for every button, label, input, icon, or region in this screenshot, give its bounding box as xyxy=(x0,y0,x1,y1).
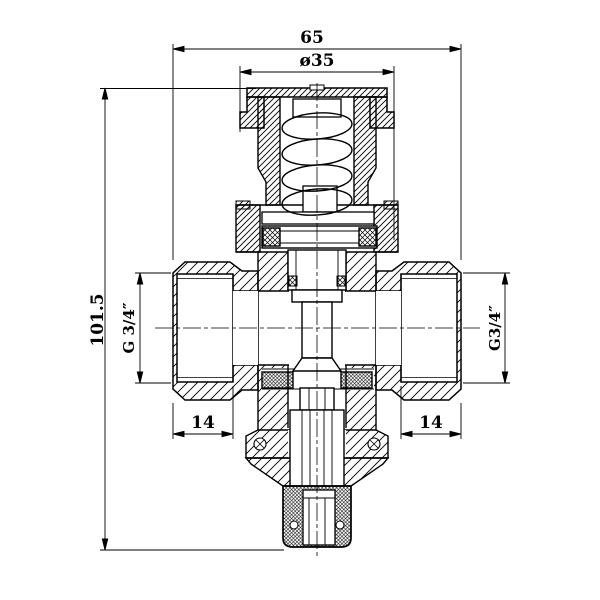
spring xyxy=(281,112,353,216)
plate-oring-right xyxy=(358,227,377,247)
bonnet-left-wall xyxy=(257,96,281,206)
arrowhead xyxy=(136,371,144,384)
arrowhead xyxy=(172,45,185,53)
spring-coil xyxy=(281,164,353,192)
dimension-right-thread: G3/4″ xyxy=(463,272,510,384)
arrowhead xyxy=(172,430,185,438)
arrowhead xyxy=(136,272,144,285)
dim-label-cap-diameter: ø35 xyxy=(300,51,335,71)
diaphragm-right xyxy=(340,371,373,389)
stem-oring-right xyxy=(336,275,346,287)
bonnet-right-wall xyxy=(353,96,377,206)
arrowhead xyxy=(239,68,252,76)
arrowhead xyxy=(221,430,234,438)
left-port xyxy=(172,261,259,401)
stem-oring-left xyxy=(288,275,298,287)
plate-oring-left xyxy=(262,227,281,247)
dimension-right-port-depth: 14 xyxy=(400,386,462,439)
arrowhead xyxy=(101,87,109,100)
arrowhead xyxy=(101,538,109,551)
flange-left-wall xyxy=(235,204,261,253)
dimension-cap-diameter: ø35 xyxy=(239,51,395,240)
spring-plate xyxy=(261,211,375,225)
bonnet xyxy=(257,96,377,206)
dim-label-thread-right: G3/4″ xyxy=(486,305,504,351)
arrowhead xyxy=(501,371,509,384)
diaphragm-plate xyxy=(261,225,378,249)
centerlines xyxy=(155,83,480,557)
dimension-left-thread: G 3/4″ xyxy=(120,272,171,384)
arrowhead xyxy=(501,272,509,285)
right-port xyxy=(375,261,462,401)
plate-body xyxy=(261,225,378,249)
dim-label-depth-right: 14 xyxy=(419,413,443,433)
diaphragm-left xyxy=(261,371,294,389)
dimension-annotations: 65 ø35 101.5 G 3/4″ xyxy=(88,28,510,551)
dim-label-depth-left: 14 xyxy=(191,413,215,433)
arrowhead xyxy=(400,430,413,438)
dimension-left-port-depth: 14 xyxy=(172,386,234,439)
spring-coil xyxy=(281,188,353,216)
dimension-overall-width: 65 xyxy=(172,28,462,260)
dim-label-height-total: 101.5 xyxy=(88,293,108,346)
arrowhead xyxy=(449,45,462,53)
dimension-overall-height: 101.5 xyxy=(88,87,284,551)
dim-label-thread-left: G 3/4″ xyxy=(120,302,138,353)
arrowhead xyxy=(449,430,462,438)
dim-label-width-total: 65 xyxy=(300,28,324,48)
valve-cross-section xyxy=(155,83,480,557)
cap-oring-right xyxy=(335,520,345,530)
cap-oring-left xyxy=(289,520,299,530)
arrowhead xyxy=(382,68,395,76)
adjust-screw xyxy=(302,489,336,546)
